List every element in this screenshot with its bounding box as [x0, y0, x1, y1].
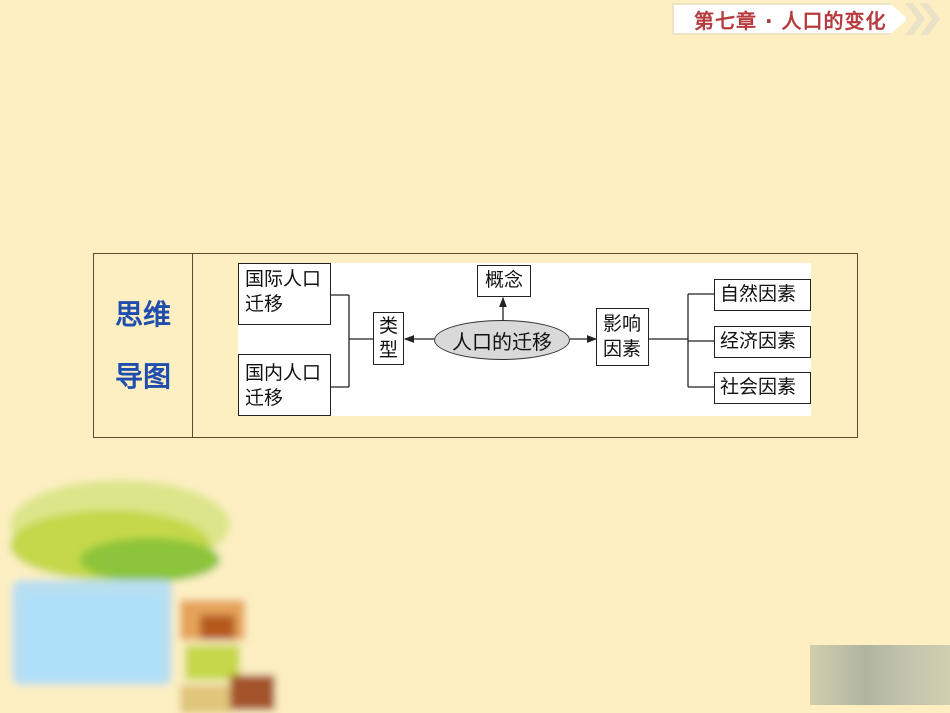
concept-label: 概念	[485, 269, 524, 291]
factor-box-social: 社会因素	[714, 372, 811, 404]
types-label: 类	[379, 315, 399, 337]
type-line: 国内人口	[245, 362, 322, 384]
center-node: 人口的迁移	[434, 320, 570, 360]
factor-box-natural: 自然因素	[714, 279, 811, 311]
center-label: 人口的迁移	[452, 329, 552, 354]
chapter-title: 第七章 · 人口的变化	[694, 8, 887, 33]
factor-label: 社会因素	[720, 376, 797, 398]
type-line: 国际人口	[245, 268, 322, 290]
type-line: 迁移	[245, 387, 284, 409]
type-box-domestic: 国内人口 迁移	[238, 354, 331, 416]
connector-lines	[331, 293, 714, 388]
decorative-blur	[810, 645, 950, 705]
mindmap-diagram: 国际人口 迁移 国内人口 迁移 类 型 人口的迁移 概念 影响 因素 自然因素 …	[238, 263, 811, 416]
factors-box: 影响 因素	[596, 308, 649, 366]
concept-box: 概念	[477, 265, 531, 297]
table-divider	[192, 253, 193, 438]
factor-label: 自然因素	[720, 283, 797, 305]
decorative-illustration	[0, 450, 300, 713]
factor-label: 经济因素	[720, 330, 797, 352]
chevron-right-icon	[905, 3, 925, 35]
types-label: 型	[379, 339, 399, 361]
chapter-banner: 第七章 · 人口的变化	[672, 3, 908, 35]
type-box-international: 国际人口 迁移	[238, 263, 331, 325]
label-line-2: 导图	[114, 359, 171, 393]
factors-label: 因素	[603, 338, 642, 360]
mindmap-label: 思维 导图	[94, 254, 192, 437]
factor-box-economic: 经济因素	[714, 326, 811, 358]
factors-label: 影响	[603, 313, 642, 335]
types-box: 类 型	[373, 312, 404, 365]
type-line: 迁移	[245, 293, 284, 315]
label-line-1: 思维	[114, 297, 171, 331]
